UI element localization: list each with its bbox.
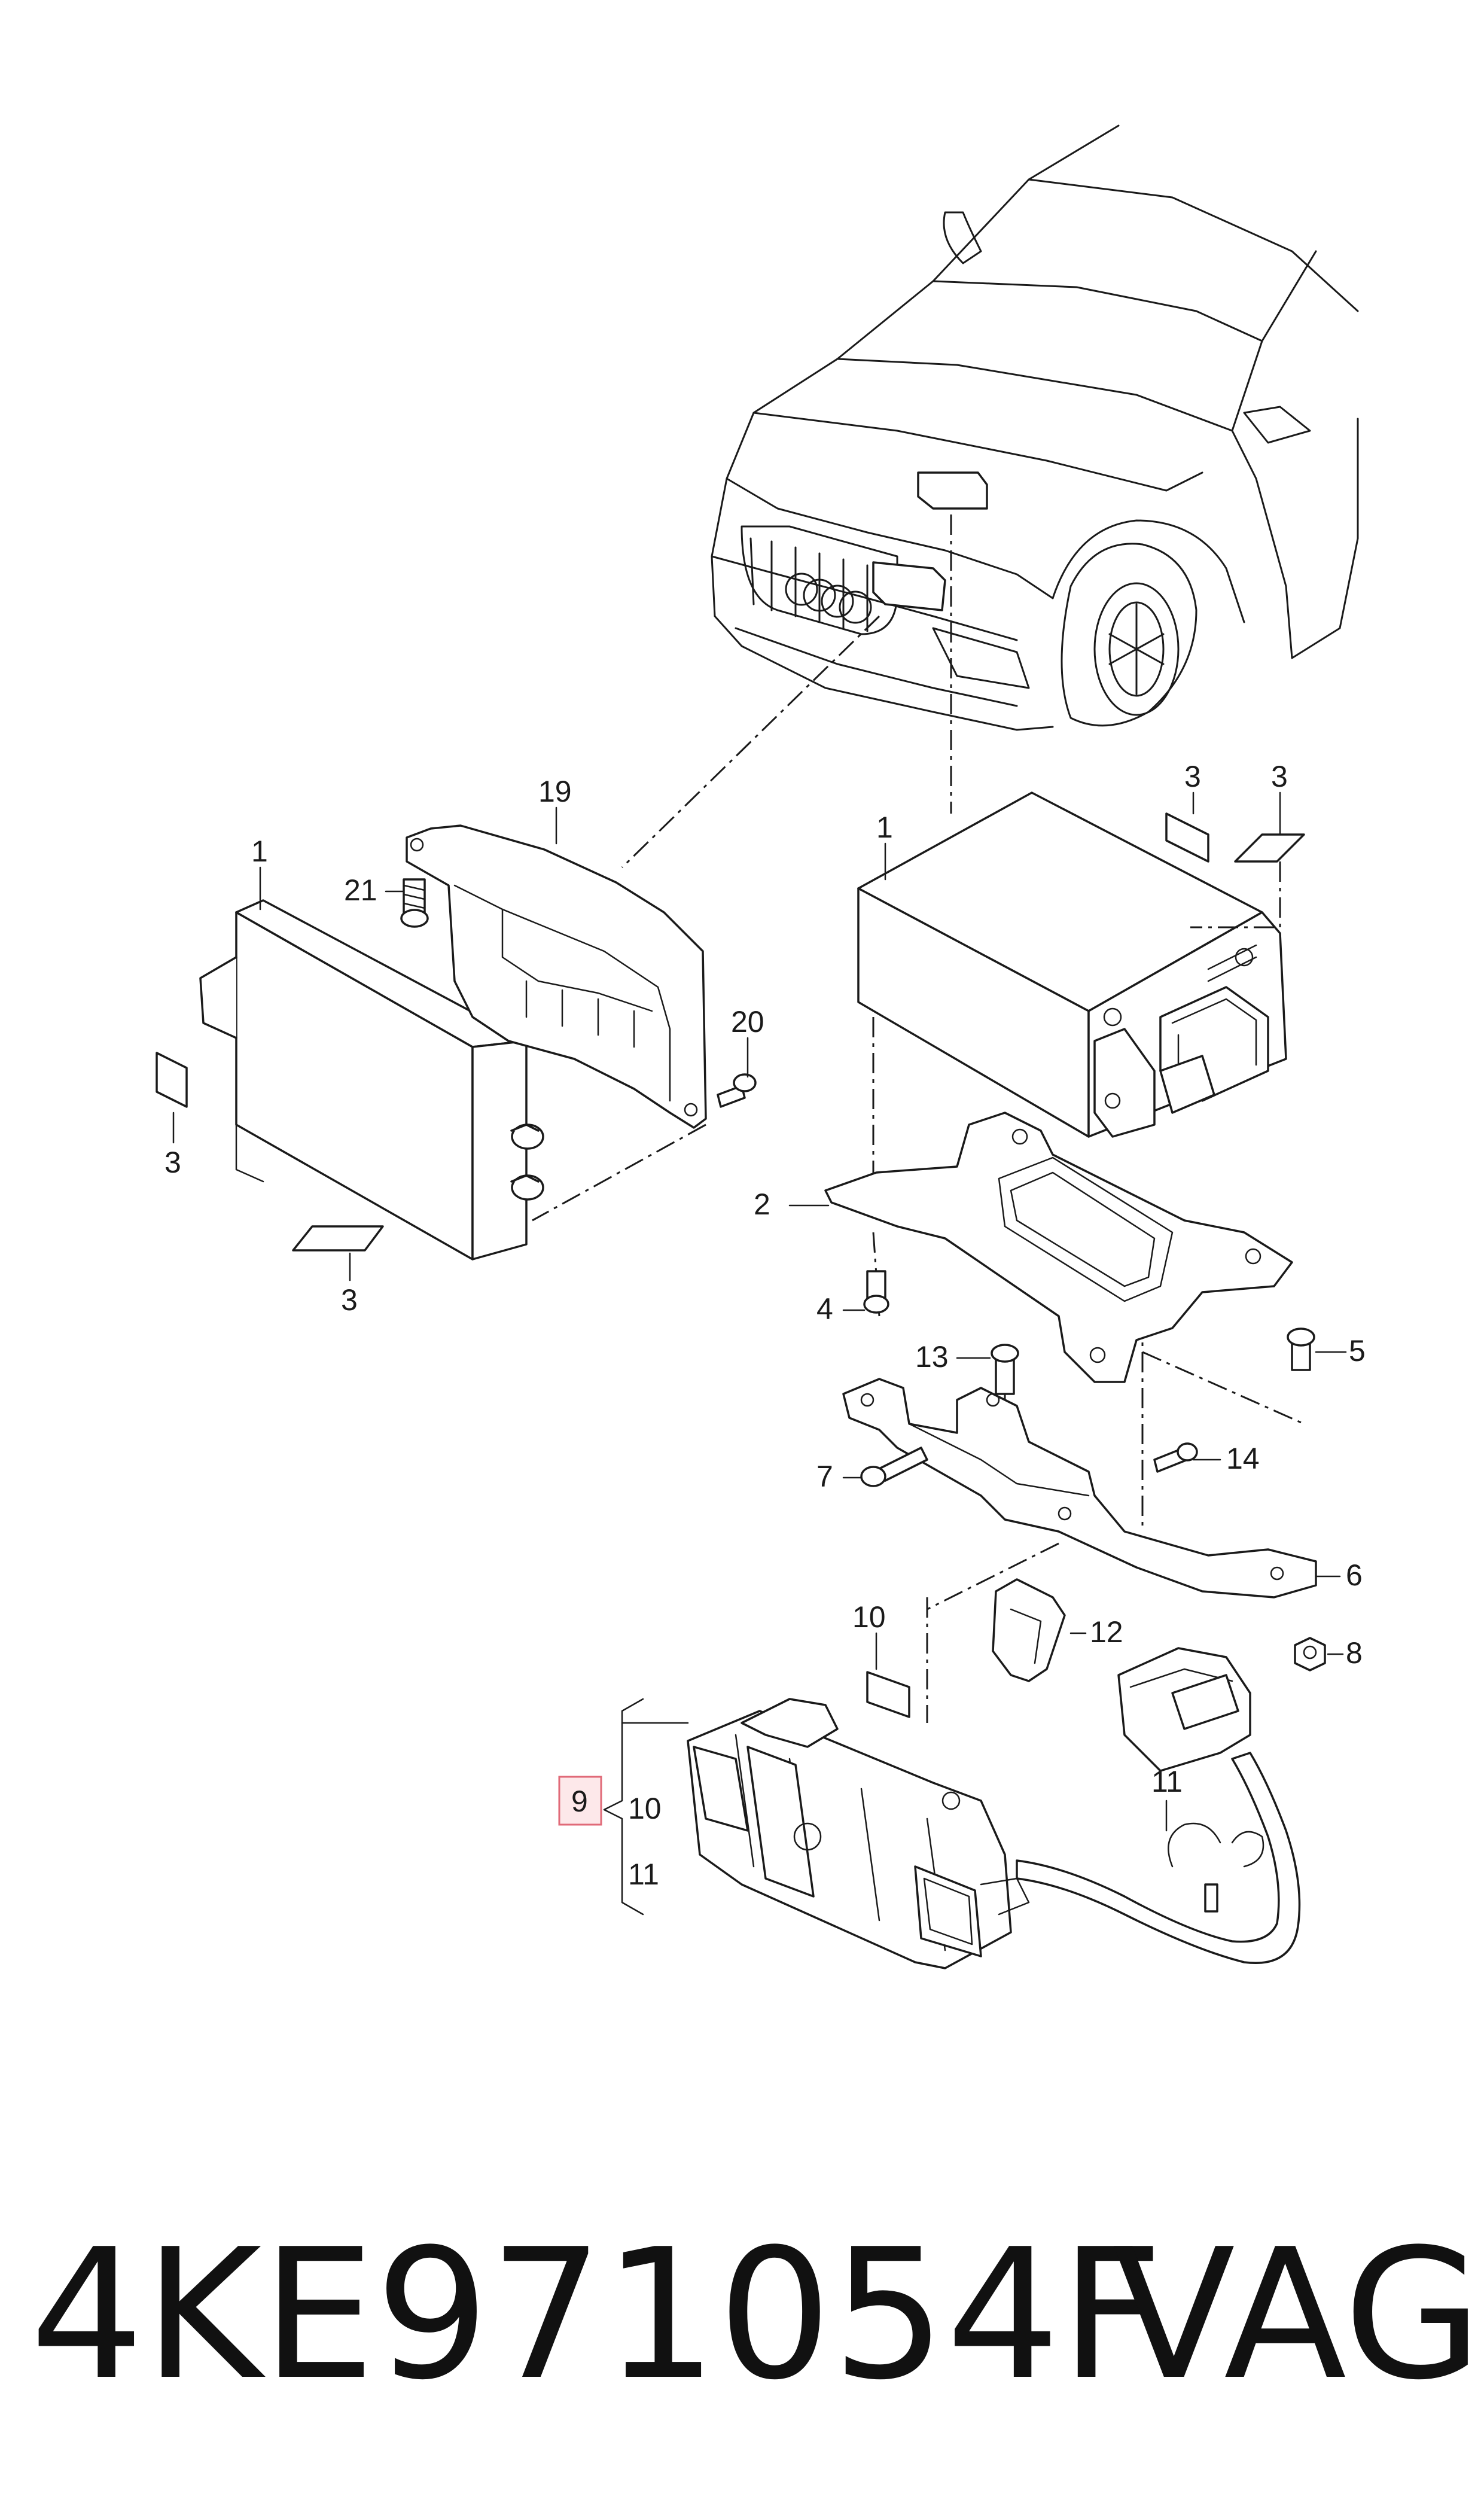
clip-12 <box>992 1578 1066 1682</box>
callout-5: 5 <box>1349 1334 1366 1368</box>
screw-21 <box>400 878 429 928</box>
callout-leader-lines <box>172 791 1347 1916</box>
label-sticker-left-side <box>156 1052 188 1108</box>
callout-14: 14 <box>1226 1442 1260 1475</box>
callout-19: 19 <box>538 775 572 808</box>
screw-20 <box>717 1073 757 1108</box>
callout-9-highlight <box>558 1776 602 1826</box>
callout-3-right-2: 3 <box>1271 760 1288 793</box>
label-sticker-10 <box>866 1671 910 1718</box>
callout-1-right: 1 <box>876 811 893 844</box>
callout-2: 2 <box>754 1188 770 1221</box>
mounting-bracket-19 <box>406 824 707 1129</box>
part-number: 4KE971054F <box>30 2211 1163 2419</box>
charging-cable-11 <box>1016 1647 1301 1964</box>
callout-7: 7 <box>816 1460 833 1493</box>
label-sticker-right-2 <box>1234 833 1305 863</box>
part-footer: 4KE971054F VAG <box>0 2190 1484 2441</box>
callout-8: 8 <box>1346 1636 1363 1670</box>
label-sticker-left-bottom <box>292 1225 384 1252</box>
callout-9: 9 <box>571 1785 588 1818</box>
screw-13 <box>991 1344 1019 1395</box>
callout-1-left: 1 <box>251 835 268 868</box>
control-unit-left <box>199 899 544 1260</box>
vehicle-outline <box>711 124 1359 731</box>
callout-11-tie: 11 <box>1151 1765 1183 1798</box>
callout-3-left-bottom: 3 <box>341 1283 358 1317</box>
callout-13: 13 <box>915 1340 949 1374</box>
callout-4: 4 <box>816 1292 833 1326</box>
callout-10: 10 <box>628 1792 662 1825</box>
screw-4 <box>863 1270 889 1314</box>
callout-12: 12 <box>1090 1615 1123 1649</box>
screw-7 <box>860 1447 928 1487</box>
callout-3-right-1: 3 <box>1184 760 1201 793</box>
callout-3-left-side: 3 <box>164 1146 181 1179</box>
screw-5 <box>1287 1327 1315 1371</box>
assembly-leader-lines <box>532 514 1305 1723</box>
screw-14 <box>1153 1442 1198 1473</box>
cable-tie-11 <box>1168 1822 1264 1913</box>
callout-labels: 1 19 21 20 3 3 1 3 3 2 4 5 13 7 14 6 10 … <box>164 760 1366 1891</box>
mounting-tray-2 <box>824 1112 1293 1383</box>
control-unit-right <box>857 791 1287 1138</box>
callout-10-sticker: 10 <box>852 1600 886 1634</box>
callout-21: 21 <box>344 873 377 907</box>
charger-module-9 <box>687 1698 1030 1969</box>
callout-20: 20 <box>731 1005 764 1039</box>
brand-name: VAG <box>1113 2211 1483 2419</box>
lower-bracket-6 <box>842 1378 1317 1599</box>
nut-8 <box>1294 1637 1326 1671</box>
callout-11: 11 <box>628 1858 659 1891</box>
callout-6: 6 <box>1346 1558 1363 1592</box>
label-sticker-right-1 <box>1165 812 1209 863</box>
